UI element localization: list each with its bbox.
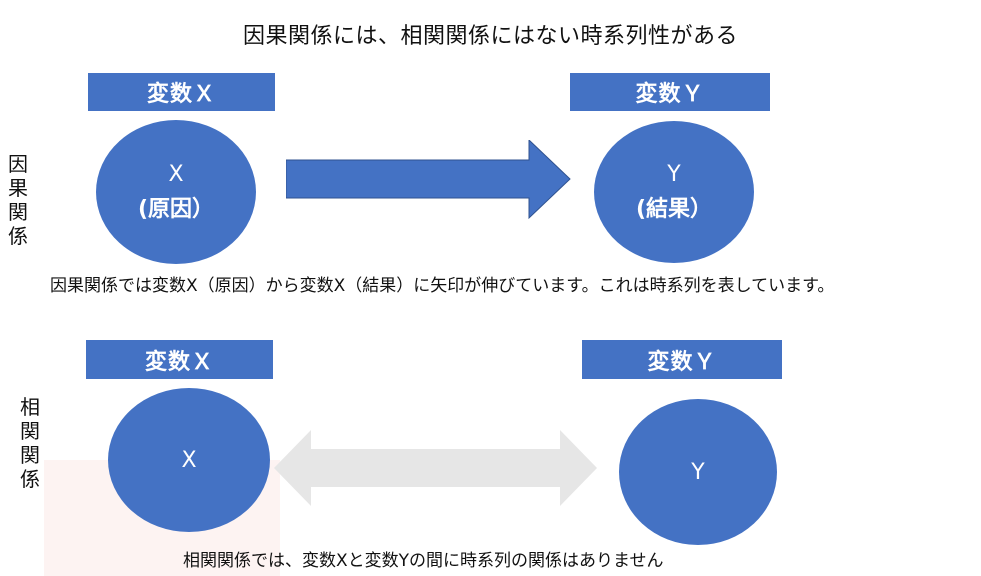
causal-cause-label: (原因） <box>137 196 215 222</box>
causal-x-letter: X <box>168 161 184 187</box>
causal-side-label-char: 関 <box>8 200 28 224</box>
correlation-variable-y-box: 変数Ｙ <box>582 340 782 379</box>
correlation-x-letter: X <box>181 447 197 473</box>
causal-caption: 因果関係では変数X（原因）から変数X（結果）に矢印が伸びています。これは時系列を… <box>50 276 835 296</box>
causal-side-label: 因 果 関 係 <box>6 152 30 248</box>
correlation-side-label-char: 関 <box>20 419 40 443</box>
causal-side-label-char: 果 <box>8 176 28 200</box>
correlation-side-label: 相 関 関 係 <box>18 395 42 491</box>
correlation-x-circle: X <box>108 388 270 532</box>
correlation-double-arrow <box>274 430 597 506</box>
correlation-side-label-char: 係 <box>20 467 40 491</box>
causal-side-label-char: 係 <box>8 224 28 248</box>
correlation-y-letter: Y <box>691 459 705 485</box>
causal-y-letter: Y <box>667 161 681 187</box>
correlation-caption: 相関関係では、変数Xと変数Yの間に時系列の関係はありません <box>183 551 664 571</box>
diagram-title: 因果関係には、相関関係にはない時系列性がある <box>242 24 738 49</box>
correlation-y-circle: Y <box>619 399 777 545</box>
correlation-side-label-char: 相 <box>20 395 40 419</box>
causal-variable-x-box: 変数Ｘ <box>88 73 275 111</box>
correlation-variable-x-box: 変数Ｘ <box>86 340 273 379</box>
correlation-side-label-char: 関 <box>20 443 40 467</box>
causal-cause-circle: X (原因） <box>96 120 256 264</box>
causal-arrow <box>286 140 571 220</box>
causal-variable-y-box: 変数Ｙ <box>570 73 770 111</box>
causal-side-label-char: 因 <box>8 152 28 176</box>
causal-effect-label: (結果） <box>635 196 713 222</box>
causal-effect-circle: Y (結果） <box>594 121 754 263</box>
